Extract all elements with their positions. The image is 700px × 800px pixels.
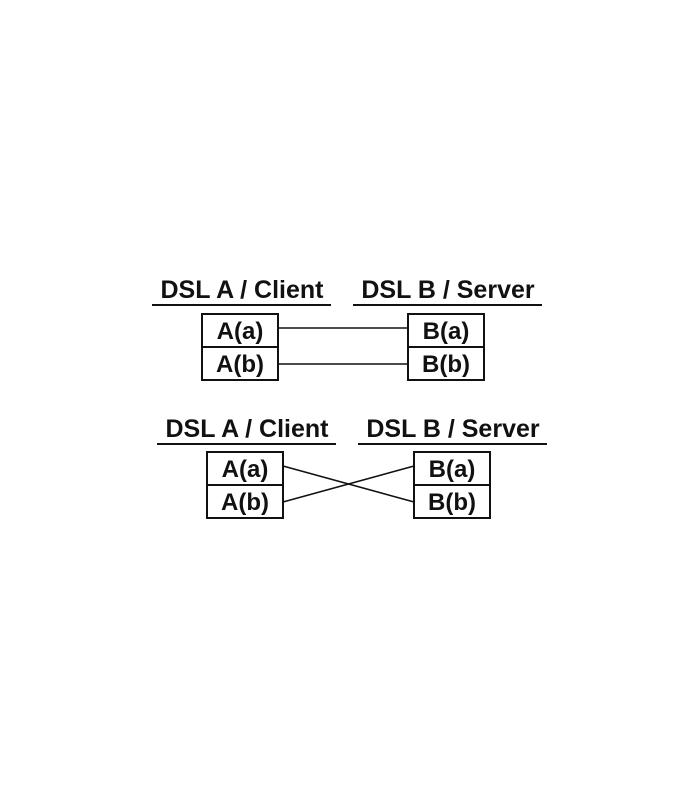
panel-crossed-terminal-a-b-box <box>206 484 284 519</box>
panel-straight-terminal-b-b-label: B(b) <box>422 351 470 378</box>
panel-crossed-terminal-a-b-label: A(b) <box>221 489 269 516</box>
panel-straight-left-title: DSL A / Client <box>161 276 325 304</box>
panel-crossed-left-title: DSL A / Client <box>166 415 330 443</box>
panel-crossed-terminal-b-a-box <box>413 451 491 486</box>
panel-crossed-terminal-a-a-label: A(a) <box>222 456 269 483</box>
panel-crossed: DSL A / Client DSL B / Server A(a) A(b) … <box>157 415 547 519</box>
panel-straight-terminal-a-a-label: A(a) <box>217 318 264 345</box>
panel-straight-right-title: DSL B / Server <box>361 276 535 304</box>
panel-crossed-wire-a-b-to-b-a <box>282 465 415 503</box>
panel-crossed-terminal-b-b-box <box>413 484 491 519</box>
panel-crossed-terminal-b-b-label: B(b) <box>428 489 476 516</box>
panel-crossed-right-title: DSL B / Server <box>366 415 540 443</box>
panel-straight-terminal-b-a-label: B(a) <box>423 318 470 345</box>
panel-straight-terminal-a-b-label: A(b) <box>216 351 264 378</box>
panel-straight: DSL A / Client DSL B / Server A(a) A(b) … <box>152 276 542 381</box>
panel-crossed-terminal-b-a-label: B(a) <box>429 456 476 483</box>
panel-crossed-terminal-a-a-box <box>206 451 284 486</box>
panel-straight-terminal-a-a-box <box>201 313 279 348</box>
panel-straight-terminal-b-a-box <box>407 313 485 348</box>
